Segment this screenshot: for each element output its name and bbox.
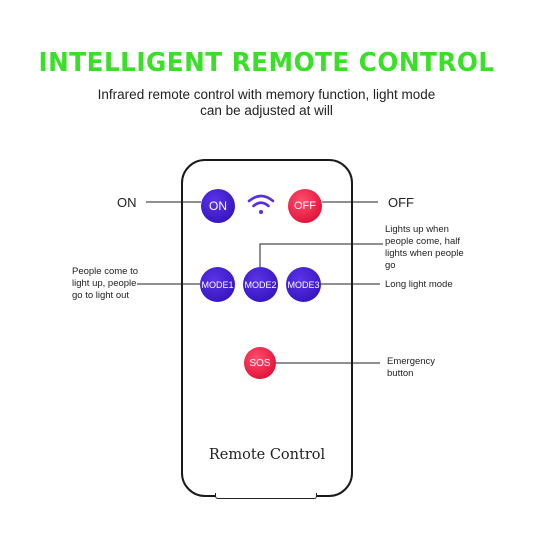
on-callout-label: ON [117,195,137,210]
remote-battery-tab [215,493,317,499]
on-button[interactable]: ON [201,189,235,223]
mode3-button[interactable]: MODE3 [286,267,321,302]
mode2-button[interactable]: MODE2 [243,267,278,302]
off-button[interactable]: OFF [288,189,322,223]
mode1-callout-label: People come to light up, people go to li… [72,266,139,301]
remote-label: Remote Control [208,447,326,463]
off-callout-label: OFF [388,195,414,210]
sos-callout-label: Emergency button [387,356,436,379]
mode1-button[interactable]: MODE1 [200,267,235,302]
mode2-callout-line [259,243,383,267]
mode3-callout-label: Long light mode [385,279,453,290]
mode2-callout-label: Lights up when people come, half lights … [385,224,464,271]
sos-button[interactable]: SOS [244,347,276,379]
page-subtitle: Infrared remote control with memory func… [97,87,436,118]
wifi-signal-icon [247,194,275,214]
page-title: INTELLIGENT REMOTE CONTROL [38,48,495,78]
